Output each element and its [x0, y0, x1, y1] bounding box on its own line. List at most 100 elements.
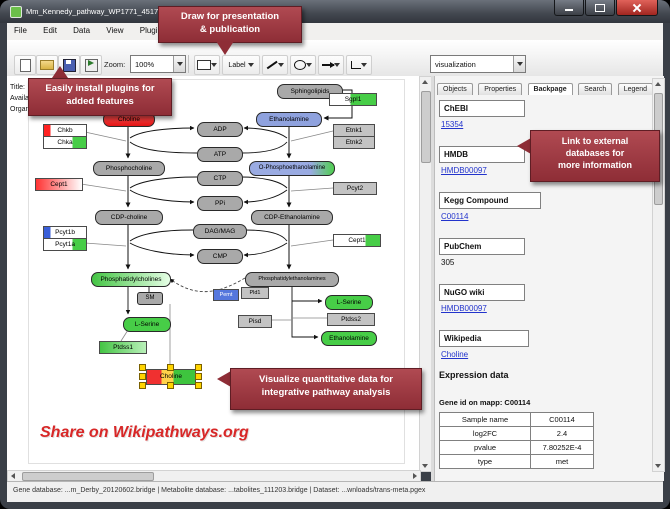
section-header-nugo: NuGO wiki: [439, 284, 525, 301]
selection-handle[interactable]: [195, 364, 202, 371]
chebi-link[interactable]: 15354: [441, 120, 464, 129]
panel-splitter[interactable]: [431, 76, 434, 481]
tab-legend[interactable]: Legend: [617, 83, 654, 95]
export-button[interactable]: [80, 55, 102, 75]
selection-handle[interactable]: [195, 382, 202, 389]
node-pld1[interactable]: Pld1: [241, 287, 269, 299]
tab-backpage[interactable]: Backpage: [527, 83, 573, 95]
node-cdp-choline[interactable]: CDP-choline: [95, 210, 163, 225]
selection-handle[interactable]: [167, 364, 174, 371]
menu-edit[interactable]: Edit: [43, 26, 57, 35]
node-atp[interactable]: ATP: [197, 147, 243, 162]
maximize-button[interactable]: [585, 0, 615, 16]
table-cell: met: [530, 454, 594, 469]
scroll-left-button[interactable]: [8, 471, 18, 481]
node-sgpl1[interactable]: Sgpl1: [329, 93, 377, 106]
node-ctp[interactable]: CTP: [197, 171, 243, 186]
node-cept1-right[interactable]: Cept1: [333, 234, 381, 247]
selection-handle[interactable]: [139, 373, 146, 380]
selection-handle[interactable]: [139, 364, 146, 371]
node-cept1-left[interactable]: Cept1: [35, 178, 83, 191]
menu-file[interactable]: File: [14, 26, 27, 35]
node-pcyt2[interactable]: Pcyt2: [333, 182, 377, 195]
callout-external-databases: Link to external databases for more info…: [530, 130, 660, 182]
node-ppi[interactable]: PPi: [197, 196, 243, 211]
kegg-link[interactable]: C00114: [441, 212, 469, 221]
scroll-right-button[interactable]: [410, 471, 420, 481]
node-adp[interactable]: ADP: [197, 122, 243, 137]
node-o-phosphoethanolamine[interactable]: O-Phosphoethanolamine: [249, 161, 335, 176]
node-cmp[interactable]: CMP: [197, 249, 243, 264]
maximize-icon: [595, 3, 605, 12]
node-dag-mag[interactable]: DAG/MAG: [193, 224, 247, 239]
selection-handle[interactable]: [195, 373, 202, 380]
label-tool-button[interactable]: Label: [222, 55, 260, 75]
node-phosphatidylcholines[interactable]: Phosphatidylcholines: [91, 272, 171, 287]
menu-data[interactable]: Data: [73, 26, 91, 35]
shape-tool-button[interactable]: [290, 55, 316, 75]
node-l-serine-left[interactable]: L-Serine: [123, 317, 171, 332]
node-ptdss1[interactable]: Ptdss1: [99, 341, 147, 354]
new-file-icon: [19, 58, 31, 72]
nugo-link[interactable]: HMDB00097: [441, 304, 487, 313]
table-cell: 2.4: [530, 426, 594, 441]
tab-objects[interactable]: Objects: [437, 83, 473, 95]
canvas-horizontal-scrollbar[interactable]: [7, 470, 421, 483]
node-ptdss2[interactable]: Ptdss2: [327, 313, 375, 326]
visualization-dropdown-button[interactable]: [513, 56, 525, 72]
menu-bar: File Edit Data View Plugins Help: [7, 23, 663, 41]
expression-data-title: Expression data: [439, 370, 509, 380]
chevron-down-icon: [247, 63, 254, 67]
minimize-button[interactable]: [554, 0, 584, 16]
callout-line: Easily install plugins for: [45, 83, 155, 94]
minimize-icon: [565, 9, 573, 11]
datanode-tool-button[interactable]: [194, 55, 220, 75]
arrow-tool-icon: [322, 62, 335, 68]
callout-visualize-data: Visualize quantitative data for integrat…: [230, 368, 422, 410]
node-pcyt1a[interactable]: Pcyt1a: [43, 238, 87, 251]
menu-view[interactable]: View: [106, 26, 124, 35]
selection-handle[interactable]: [139, 382, 146, 389]
scrollbar-thumb[interactable]: [421, 91, 431, 163]
status-bar: Gene database: ...m_Derby_20120602.bridg…: [7, 481, 663, 502]
hmdb-link[interactable]: HMDB00097: [441, 166, 487, 175]
node-ethanolamine[interactable]: Ethanolamine: [256, 112, 322, 127]
line-tool-button[interactable]: [262, 55, 288, 75]
tab-search[interactable]: Search: [578, 83, 613, 95]
scroll-down-button[interactable]: [420, 461, 430, 471]
share-wikipathways-text: Share on Wikipathways.org: [40, 424, 249, 441]
triangle-down-icon: [655, 464, 661, 468]
scroll-up-button[interactable]: [653, 79, 663, 89]
scroll-up-button[interactable]: [420, 77, 430, 87]
triangle-up-icon: [655, 82, 661, 86]
scrollbar-thumb[interactable]: [22, 472, 154, 481]
node-pisd[interactable]: Pisd: [238, 315, 272, 328]
arrow-tool-button[interactable]: [318, 55, 344, 75]
close-button[interactable]: [616, 0, 658, 16]
new-file-button[interactable]: [14, 55, 36, 75]
zoom-label: Zoom:: [104, 60, 126, 69]
node-chka[interactable]: Chka: [43, 136, 87, 149]
title-bar[interactable]: Mm_Kennedy_pathway_WP1771_45176.gp: [0, 0, 670, 23]
scroll-down-button[interactable]: [653, 461, 663, 471]
connector-tool-button[interactable]: [346, 55, 372, 75]
tab-properties[interactable]: Properties: [478, 83, 523, 95]
open-folder-icon: [40, 60, 54, 70]
node-phosphocholine[interactable]: Phosphocholine: [93, 161, 165, 176]
menu-plugins[interactable]: Plugins: [139, 26, 166, 35]
zoom-dropdown-button[interactable]: [173, 56, 185, 72]
node-etnk2[interactable]: Etnk2: [333, 136, 375, 149]
table-cell: log2FC: [439, 426, 531, 441]
node-ethanolamine-bottom[interactable]: Ethanolamine: [321, 331, 377, 346]
zoom-combobox[interactable]: 100%: [130, 55, 186, 73]
chevron-down-icon: [176, 62, 183, 66]
node-phosphatidylethanolamines[interactable]: Phosphatidylethanolamines: [245, 272, 339, 287]
node-cdp-ethanolamine[interactable]: CDP-Ethanolamine: [251, 210, 333, 225]
selection-handle[interactable]: [167, 382, 174, 389]
wikipedia-link[interactable]: Choline: [441, 350, 469, 359]
node-l-serine-right[interactable]: L-Serine: [325, 295, 373, 310]
node-sphingolipids[interactable]: Sphingolipids: [277, 84, 343, 99]
node-sm[interactable]: SM: [137, 292, 163, 305]
node-pemt[interactable]: Pemt: [213, 289, 239, 301]
visualization-combobox[interactable]: visualization: [430, 55, 526, 73]
